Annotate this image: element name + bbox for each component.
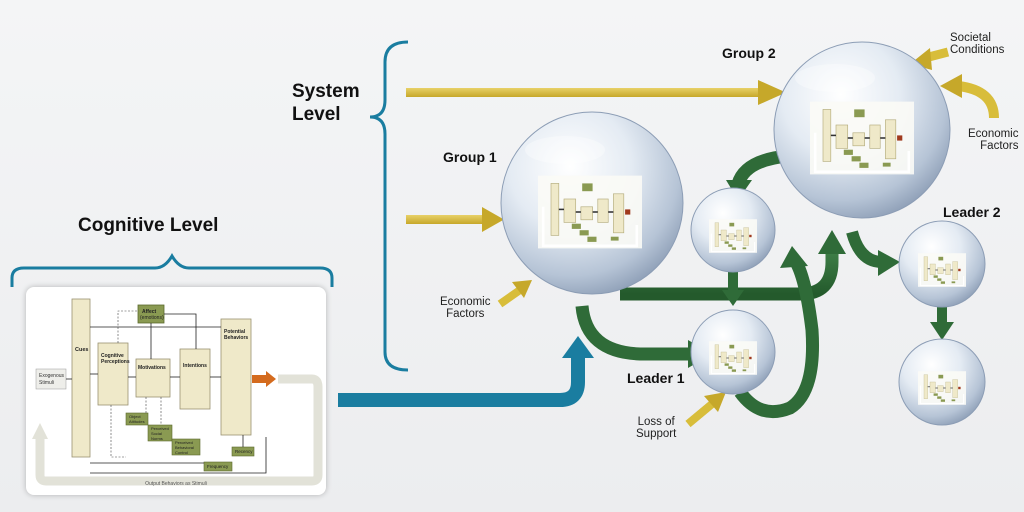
object-attitudes-box — [125, 412, 149, 426]
gold-arrow-loss-support — [685, 400, 715, 428]
leader2-label: Leader 2 — [943, 204, 1001, 220]
svg-text:Affect: Affect — [142, 309, 157, 315]
green-arrow-group1-to-leader1 — [575, 305, 690, 361]
exogenous-stimuli-label: Exogenous — [39, 373, 65, 379]
model-connectors — [66, 313, 267, 474]
cognitive-level-label: Cognitive Level — [78, 215, 219, 236]
intentions-label: Intentions — [183, 363, 207, 369]
svg-text:Potential: Potential — [224, 329, 246, 335]
output-arrow — [252, 371, 276, 387]
intentions-box — [179, 348, 211, 410]
svg-text:Perceptions: Perceptions — [101, 359, 130, 365]
cues-box — [71, 298, 91, 458]
svg-text:(emotions): (emotions) — [140, 315, 164, 321]
svg-text:Behaviors: Behaviors — [224, 335, 248, 341]
leader1-label: Leader 1 — [627, 370, 685, 386]
leader1-sphere[interactable] — [690, 309, 776, 395]
svg-text:Behavioral: Behavioral — [175, 445, 194, 450]
motivations-box — [135, 358, 171, 398]
gold-arrow-to-group1 — [406, 207, 504, 232]
svg-text:Object: Object — [129, 414, 141, 419]
follower-sphere-top[interactable] — [690, 187, 776, 273]
motivations-label: Motivations — [138, 365, 166, 371]
teal-arrow — [338, 356, 585, 407]
potential-behaviors-box — [220, 318, 252, 436]
gold-arrow-economic-left — [497, 286, 523, 308]
perceived-social-norms-box — [147, 424, 173, 442]
gold-arrow-economic-right — [957, 81, 999, 119]
green-arrow-to-leader1 — [728, 272, 738, 294]
economic-factors-right-label: Economic Factors — [968, 128, 1019, 152]
frequency-label: Frequency — [207, 464, 229, 469]
cognitive-level-bracket — [10, 253, 334, 287]
loss-of-support-label: Loss of Support — [636, 416, 677, 440]
perceived-behavioral-control-box — [171, 438, 201, 456]
system-level-bracket — [369, 40, 409, 372]
svg-text:Norms: Norms — [151, 436, 163, 441]
cognitive-model-card: Output Behaviors as Stimuli Exogenous St… — [26, 287, 326, 495]
cognitive-model-diagram: Output Behaviors as Stimuli Exogenous St… — [32, 298, 323, 487]
green-arrow-leader2-to-follower — [937, 303, 947, 325]
group2-label: Group 2 — [722, 45, 776, 61]
gold-arrow-to-group2 — [406, 80, 786, 105]
output-label: Output Behaviors as Stimuli — [145, 481, 207, 487]
group2-sphere[interactable] — [773, 41, 951, 219]
cues-label: Cues — [75, 347, 88, 353]
green-arrow-leader1-loop — [734, 258, 819, 418]
green-arrow-group2-to-leader2 — [846, 230, 883, 268]
svg-text:Social: Social — [151, 431, 162, 436]
frequency-box — [203, 461, 233, 472]
recency-label: Recency — [235, 449, 253, 454]
economic-factors-left-label: Economic Factors — [440, 296, 491, 320]
svg-text:Stimuli: Stimuli — [39, 380, 54, 386]
follower-sphere-bottom[interactable] — [898, 338, 986, 426]
svg-text:Control: Control — [175, 450, 188, 455]
svg-text:Perceived: Perceived — [175, 440, 193, 445]
svg-text:Attitudes: Attitudes — [129, 419, 145, 424]
teal-arrow-head — [562, 336, 594, 358]
svg-text:Cognitive: Cognitive — [101, 353, 124, 359]
svg-text:Perceived: Perceived — [151, 426, 169, 431]
leader2-sphere[interactable] — [898, 220, 986, 308]
group1-sphere[interactable] — [500, 111, 684, 295]
societal-conditions-label: Societal Conditions — [950, 32, 1005, 56]
group1-label: Group 1 — [443, 149, 497, 165]
system-level-label: System Level — [292, 81, 360, 125]
